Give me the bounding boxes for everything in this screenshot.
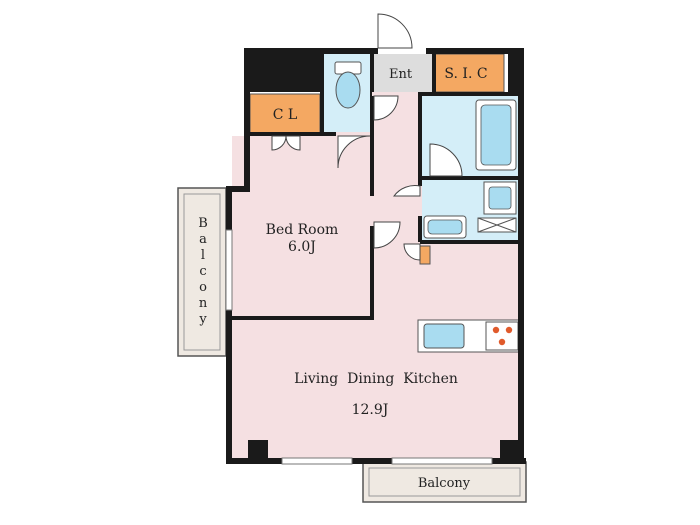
stove-burner [505,326,513,334]
bed-room-floor [232,136,372,318]
storage-cabinet [477,217,517,233]
balcony-bottom [362,461,527,503]
bed-room-label: Bed Room [266,222,339,238]
stove-burner [492,326,500,334]
stove [485,321,519,351]
ldk-label: Living Dining Kitchen [294,371,458,387]
stove-burner [498,338,506,346]
balcony-side-letter: a [199,232,207,247]
balcony-side [177,187,227,357]
walls [226,48,526,464]
closet-label: C L [273,107,297,123]
washing-machine-drum [488,186,512,210]
toilet-bowl [335,71,361,109]
ldk-upper-floor [372,230,520,320]
bathtub-basin [480,104,512,166]
balcony-side-label: B a l c o n y [198,216,208,327]
balcony-side-letter: B [198,216,208,231]
doors [271,13,463,261]
ldk-size: 12.9J [352,402,389,418]
entrance-floor [372,54,432,92]
kitchen-sink [423,323,465,349]
door-openings [336,92,422,226]
balcony-side-letter: n [199,296,208,311]
pipe-shaft [419,245,431,265]
windows [225,229,493,465]
balcony-side-letter: y [198,312,207,327]
balcony-side-letter: o [199,280,207,295]
balcony-bottom-label: Balcony [418,476,471,491]
entrance-label: Ent [389,67,413,82]
bed-room-size: 6.0J [288,239,316,255]
wash-basin-bowl [427,219,463,235]
balcony-side-letter: c [199,264,206,279]
sic-label: S. I. C [444,66,487,82]
balcony-side-letter: l [201,248,205,263]
